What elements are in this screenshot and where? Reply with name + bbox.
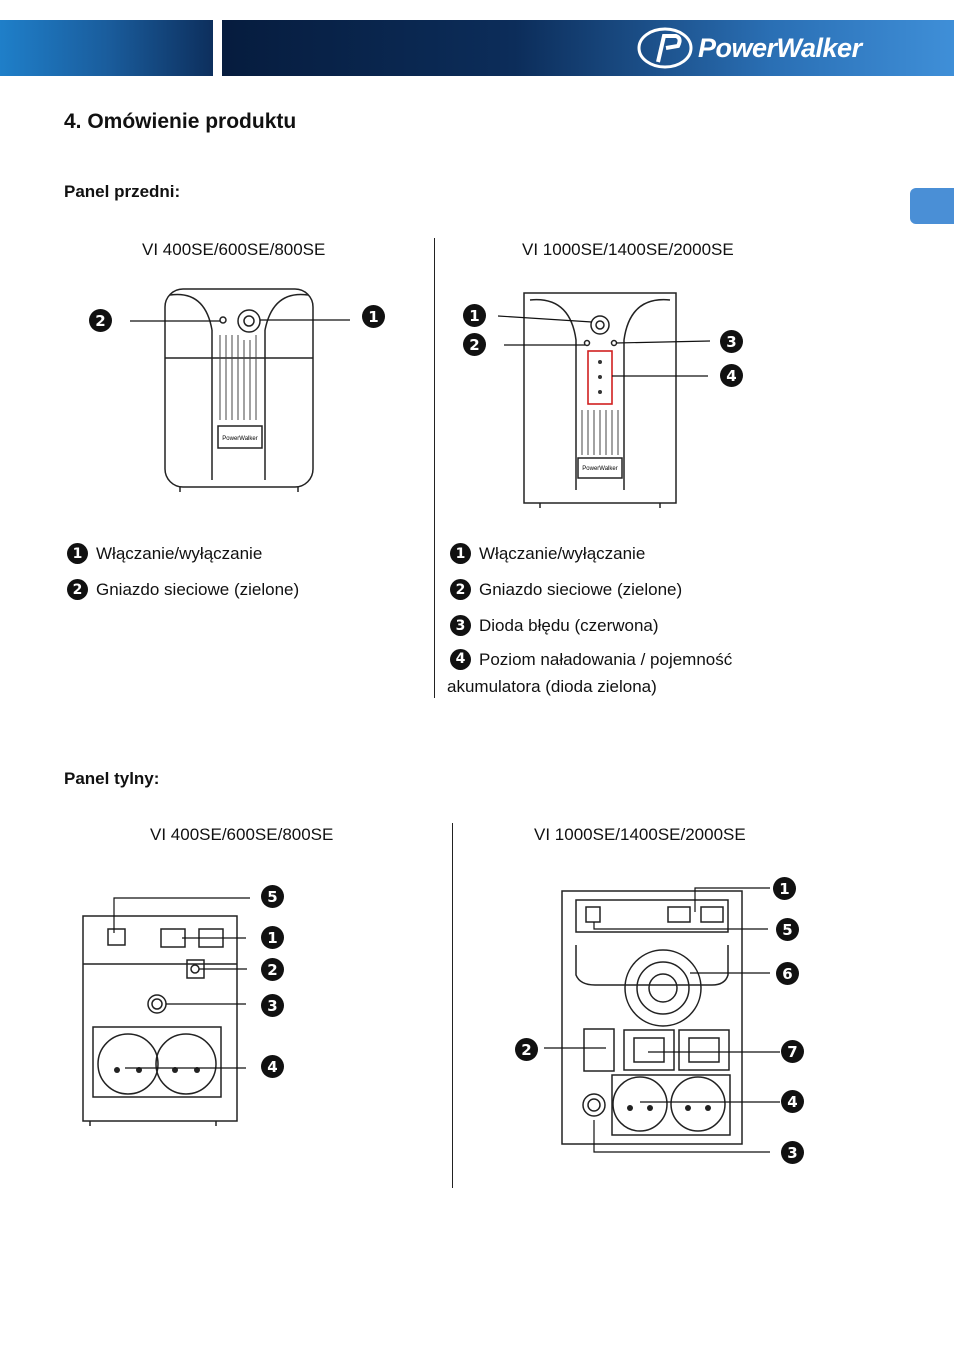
rear-large-callout-3: 3 xyxy=(781,1141,804,1164)
brand-name: PowerWalker xyxy=(698,32,862,63)
item-number: 3 xyxy=(450,615,471,636)
front-small-callout-1: 1 xyxy=(362,305,385,328)
item-text: Dioda błędu (czerwona) xyxy=(479,615,659,635)
rear-large-callout-7: 7 xyxy=(781,1040,804,1063)
header-left-band xyxy=(0,20,213,76)
item-text: Włączanie/wyłączanie xyxy=(479,543,646,563)
header-band xyxy=(222,20,954,76)
front-large-callout-3: 3 xyxy=(720,330,743,353)
rear-large-callout-2: 2 xyxy=(515,1038,538,1061)
item-text: Gniazdo sieciowe (zielone) xyxy=(479,579,683,599)
rear-small-callout-2: 2 xyxy=(261,958,284,981)
rear-small-callout-1: 1 xyxy=(261,926,284,949)
rear-large-model: VI 1000SE/1400SE/2000SE xyxy=(534,825,746,844)
item-number: 4 xyxy=(450,649,471,670)
brand-logo: PowerWalker xyxy=(636,26,862,70)
item-text: Poziom naładowania / pojemność xyxy=(479,650,733,669)
rear-panel-heading: Panel tylny: xyxy=(64,769,160,788)
item-text-continued: akumulatora (dioda zielona) xyxy=(447,677,657,696)
rear-small-callout-3: 3 xyxy=(261,994,284,1017)
front-divider xyxy=(434,238,435,698)
front-large-callout-1: 1 xyxy=(463,304,486,327)
rear-large-callout-4: 4 xyxy=(781,1090,804,1113)
item-text: Włączanie/wyłączanie xyxy=(96,543,263,563)
front-large-callout-2: 2 xyxy=(463,333,486,356)
side-tab-marker xyxy=(910,188,954,224)
front-large-device-label: PowerWalker xyxy=(582,466,617,472)
item-number: 2 xyxy=(67,579,88,600)
front-panel-heading: Panel przedni: xyxy=(64,182,181,201)
rear-large-callout-1: 1 xyxy=(773,877,796,900)
front-small-callout-2: 2 xyxy=(89,309,112,332)
front-large-item: 3 Dioda błędu (czerwona) xyxy=(450,615,659,636)
rear-large-callout-5: 5 xyxy=(776,918,799,941)
item-number: 1 xyxy=(67,543,88,564)
front-small-item: 2 Gniazdo sieciowe (zielone) xyxy=(67,579,299,600)
rear-small-callout-4: 4 xyxy=(261,1055,284,1078)
rear-small-callout-5: 5 xyxy=(261,885,284,908)
front-large-item: 1 Włączanie/wyłączanie xyxy=(450,543,645,564)
front-small-item: 1 Włączanie/wyłączanie xyxy=(67,543,262,564)
front-large-item: 2 Gniazdo sieciowe (zielone) xyxy=(450,579,682,600)
rear-large-callout-6: 6 xyxy=(776,962,799,985)
item-text: Gniazdo sieciowe (zielone) xyxy=(96,579,300,599)
front-large-callout-4: 4 xyxy=(720,364,743,387)
front-small-device-label: PowerWalker xyxy=(222,436,257,442)
item-number: 2 xyxy=(450,579,471,600)
rear-small-model: VI 400SE/600SE/800SE xyxy=(150,825,334,844)
front-small-model: VI 400SE/600SE/800SE xyxy=(142,240,326,259)
powerwalker-logo-icon xyxy=(637,27,693,69)
front-large-item: 4 Poziom naładowania / pojemność akumula… xyxy=(447,646,732,700)
rear-divider xyxy=(452,823,453,1188)
page-title: 4. Omówienie produktu xyxy=(64,110,297,133)
item-number: 1 xyxy=(450,543,471,564)
front-large-model: VI 1000SE/1400SE/2000SE xyxy=(522,240,734,259)
